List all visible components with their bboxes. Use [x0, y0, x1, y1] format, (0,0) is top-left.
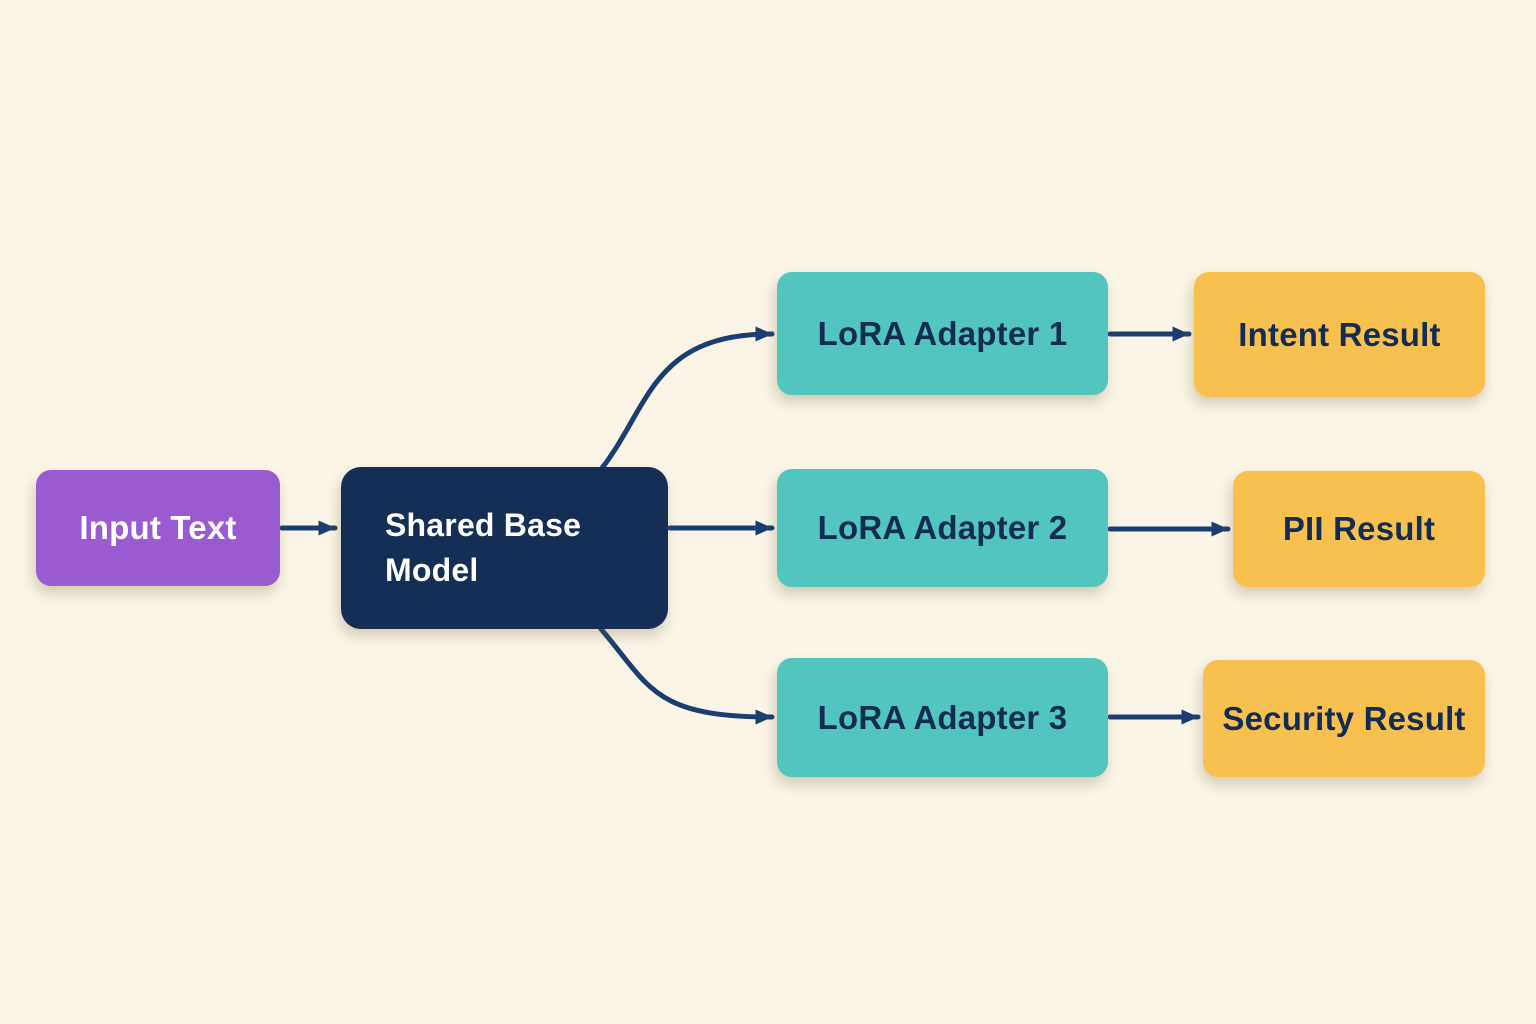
- node-input-text: Input Text: [36, 470, 280, 586]
- node-security-result: Security Result: [1203, 660, 1485, 777]
- edge-base-to-adapter1: [599, 326, 775, 471]
- node-lora-adapter-2: LoRA Adapter 2: [777, 469, 1108, 587]
- node-lora-adapter-2-label: LoRA Adapter 2: [817, 509, 1068, 546]
- node-intent-result-label: Intent Result: [1238, 315, 1441, 353]
- node-shared-base-model: Shared Base Model: [341, 467, 668, 629]
- node-shared-base-model-label: Shared Base Model: [385, 506, 582, 588]
- node-pii-result-label: PII Result: [1282, 510, 1436, 547]
- node-lora-adapter-1: LoRA Adapter 1: [777, 272, 1108, 395]
- node-lora-adapter-3-label: LoRA Adapter 3: [817, 698, 1068, 736]
- node-input-text-label: Input Text: [79, 509, 237, 546]
- node-lora-adapter-1-label: LoRA Adapter 1: [817, 314, 1068, 352]
- node-pii-result: PII Result: [1233, 471, 1485, 587]
- node-security-result-label: Security Result: [1222, 699, 1466, 737]
- node-intent-result: Intent Result: [1194, 272, 1485, 397]
- node-lora-adapter-3: LoRA Adapter 3: [777, 658, 1108, 777]
- edge-base-to-adapter3: [598, 626, 775, 725]
